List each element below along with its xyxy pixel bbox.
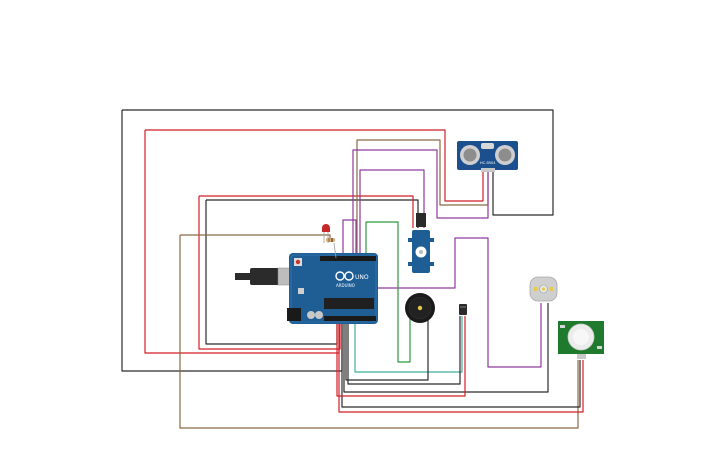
arduino-brand-label: ARDUINO bbox=[336, 283, 355, 288]
wire-black-pir bbox=[341, 322, 581, 408]
arduino-uno-label: UNO bbox=[355, 274, 369, 281]
ultrasonic-label: HC-SR04 bbox=[480, 161, 496, 165]
wire-purple-servo bbox=[359, 169, 425, 259]
resistor-icon[interactable] bbox=[326, 238, 337, 259]
wire-teal-temp bbox=[354, 316, 463, 373]
temperature-sensor-icon[interactable] bbox=[459, 304, 467, 315]
wire-green-buzzer bbox=[365, 221, 411, 363]
arduino-board[interactable]: UNO ARDUINO bbox=[287, 253, 378, 324]
arduino-infinity-icon bbox=[335, 271, 354, 281]
wire-red-temp bbox=[336, 316, 466, 397]
dc-motor-icon[interactable] bbox=[529, 276, 558, 302]
piezo-buzzer-icon[interactable] bbox=[405, 293, 435, 323]
ultrasonic-sensor[interactable]: HC-SR04 bbox=[457, 141, 518, 172]
wire-black-motor bbox=[343, 303, 549, 393]
wires bbox=[121, 109, 584, 429]
wire-brown-resistor bbox=[179, 234, 579, 429]
wire-red-pir bbox=[338, 322, 584, 413]
usb-cable-icon bbox=[235, 267, 293, 286]
wire-black-temp bbox=[345, 316, 461, 385]
pir-sensor-icon[interactable] bbox=[558, 321, 604, 359]
wire-red-servo bbox=[198, 195, 414, 350]
wire-purple-top bbox=[352, 149, 489, 259]
wire-purple-motor bbox=[342, 219, 542, 368]
servo-motor-icon[interactable] bbox=[408, 213, 434, 273]
